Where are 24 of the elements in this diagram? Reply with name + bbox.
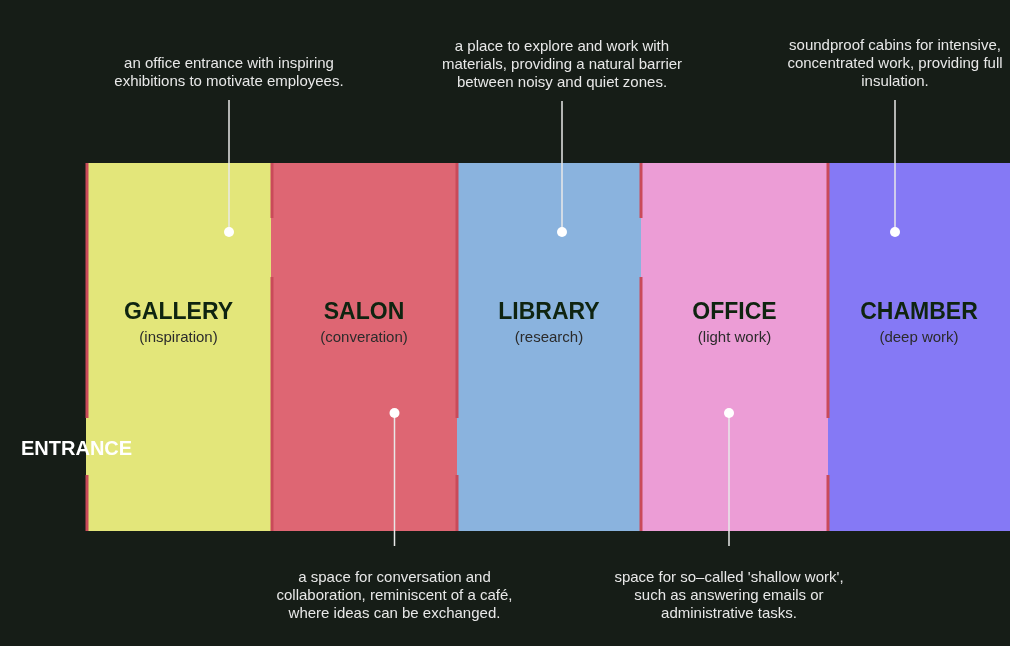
leader-line (724, 408, 734, 547)
zone-subtitle: (inspiration) (139, 327, 218, 347)
leader-line (389, 408, 400, 547)
zone-title: LIBRARY (498, 297, 600, 325)
zone-title: CHAMBER (860, 297, 978, 325)
zone-subtitle: (deep work) (879, 327, 959, 347)
zone-title: GALLERY (123, 297, 233, 325)
zone-area (828, 163, 1010, 531)
description-text: a space for conversation and collaboration, reminiscent of a café, where ideas can be exchanged. (275, 568, 514, 622)
zone-area (641, 163, 828, 531)
description-text: soundproof cabins for intensive, concentrated work, providing full insulation. (786, 36, 1004, 90)
leader-line (890, 99, 900, 237)
zone-subtitle: (light work) (697, 327, 772, 347)
zone-subtitle: (converation) (320, 327, 408, 347)
description-text: a place to explore and work with materials, providing a natural barrier between noisy and quiet zones. (440, 37, 684, 91)
zone-subtitle: (research) (514, 327, 584, 347)
description-text: an office entrance with inspiring exhibitions to motivate employees. (113, 54, 345, 90)
leader-line (224, 99, 234, 237)
zone-title: SALON (323, 297, 405, 325)
description-text: space for so–called 'shallow work', such as answering emails or administrative tasks. (613, 568, 845, 622)
zone-area (271, 163, 457, 531)
leader-line (557, 100, 567, 237)
zone-title: OFFICE (692, 297, 777, 325)
zone-area (457, 163, 641, 531)
